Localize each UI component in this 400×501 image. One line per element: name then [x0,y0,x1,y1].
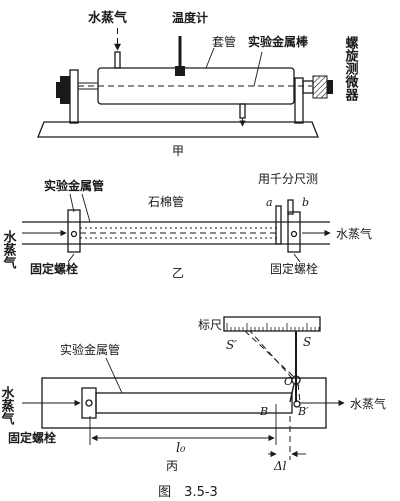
panel-a-rod-label: 实验金属棒 [248,34,309,49]
panel-a-steam-inlet [114,51,121,69]
panel-b-left-bolt [70,230,78,238]
panel-a-left-clamp [60,76,70,104]
panel-c-bolt [85,399,93,407]
panel-a-micrometer-label: 螺旋测微器 [343,35,360,102]
panel-c-s-label: S [303,335,311,349]
panel-c-caption: 丙 [166,459,178,473]
panel-c-s-prime-label: S′ [226,338,237,352]
panel-a-micrometer [302,80,314,94]
panel-c-l0-label: l₀ [176,441,186,456]
panel-c-bolt-block [81,387,97,419]
panel-c-dl-label: Δl [273,459,287,473]
panel-a-left-support [69,69,79,124]
panel-c-steam-left-label: 水蒸气 [0,385,14,426]
panel-b-tube-label: 实验金属管 [44,178,104,193]
panel-c-pivot-o [291,375,301,385]
panel-b-post-b [287,199,294,215]
panel-a-jacket [97,67,295,105]
panel-a-steam-outlet [239,103,246,119]
panel-b-steam-right-label: 水蒸气 [336,226,372,241]
panel-c-bolt-label: 固定螺栓 [8,430,56,445]
panel-b-right-bolt [290,230,298,238]
panel-b-caption: 乙 [172,266,184,280]
panel-a-apparatus [37,28,333,138]
panel-c-scale [223,316,321,332]
panel-b-bolt-left-label: 固定螺栓 [30,261,78,276]
panel-b-post-a [275,205,282,245]
panel-a-caption: 甲 [172,144,184,158]
panel-a-thermometer-label: 温度计 [172,10,208,25]
panel-a-right-support [294,77,304,124]
panel-c-o-label: O [284,375,293,388]
panel-c-tube-label: 实验金属管 [60,342,120,357]
panel-a-jacket-label: 套管 [212,34,236,49]
panel-c-b-prime-label: B′ [297,405,309,418]
panel-b-apparatus [22,193,331,263]
panel-b-steam-left-label: 水蒸气 [1,229,17,270]
panel-b-a-label: a [266,196,273,209]
panel-b-b-label: b [302,196,309,209]
panel-b-measure-label: 用千分尺测 [258,172,318,186]
panel-c-scale-label: 标尺 [198,318,222,332]
panel-b-asbestos-label: 石棉管 [148,194,184,209]
panel-b-bolt-right-label: 固定螺栓 [270,261,318,276]
panel-c-apparatus [22,316,345,460]
panel-a-steam-label: 水蒸气 [88,10,127,26]
panel-c-scale-ticks [226,323,320,331]
panel-a-base [37,121,319,138]
panel-c-b-label: B [259,405,268,418]
figure-caption: 图 3.5-3 [158,485,218,500]
panel-b-right-bracket [287,211,301,253]
panel-c-steam-right-label: 水蒸气 [350,396,386,411]
